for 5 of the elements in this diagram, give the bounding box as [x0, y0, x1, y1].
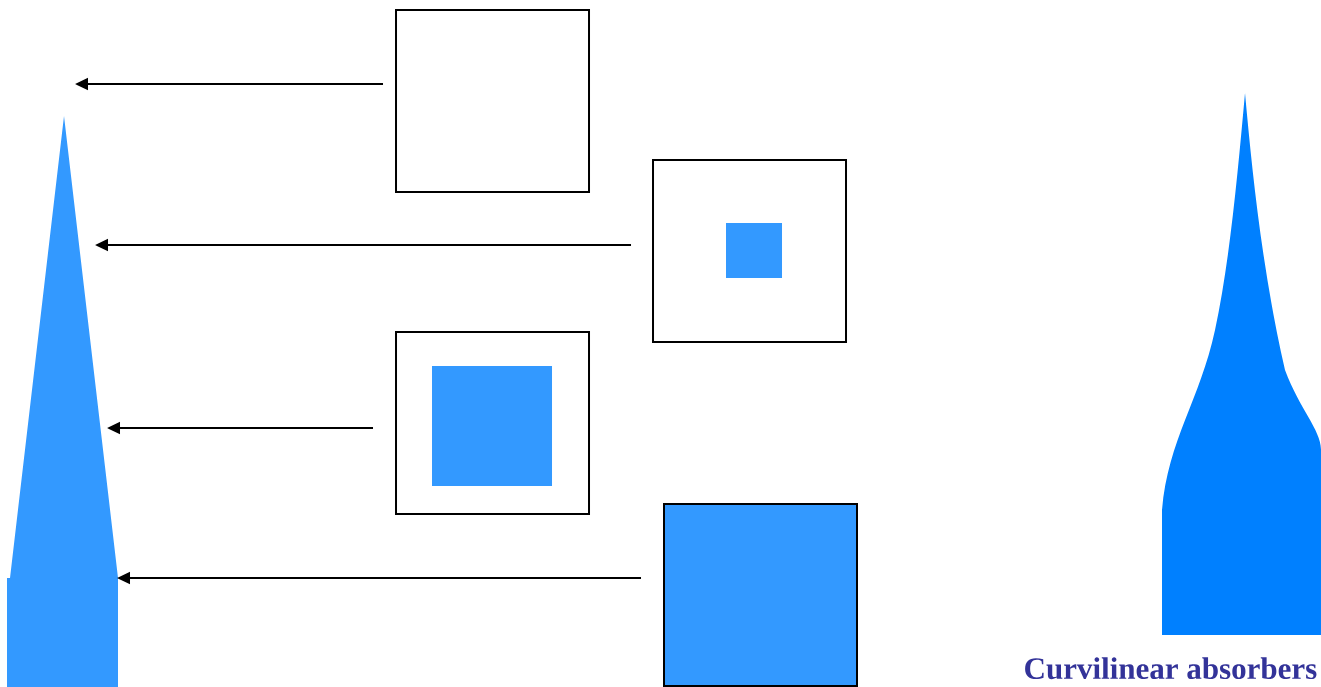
square-drawing: [395, 331, 590, 515]
square-drawing: [395, 9, 590, 193]
node-label: Curvilinear absorbers: [1025, 657, 1317, 680]
square-drawing: [652, 159, 847, 343]
square-drawing: [663, 503, 858, 687]
